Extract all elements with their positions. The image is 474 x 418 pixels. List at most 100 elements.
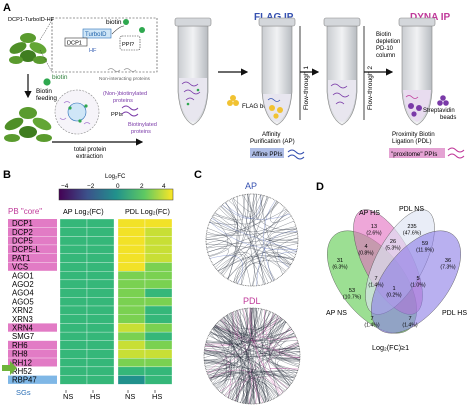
network-edge xyxy=(279,332,300,365)
tube-4-icon xyxy=(398,17,436,126)
gene-label: XRN4 xyxy=(12,324,33,333)
heatmap-cell xyxy=(59,297,88,307)
heatmap-cell xyxy=(144,262,173,272)
heatmap-cell xyxy=(86,297,115,307)
heatmap-cell xyxy=(59,375,88,385)
core-gene-highlight xyxy=(8,262,57,271)
gene-label: RH6 xyxy=(12,341,28,350)
heatmap-cell xyxy=(144,305,173,315)
pdl-col-header: PDL Log₂(FC) xyxy=(125,207,170,216)
network-edge xyxy=(209,354,301,379)
network-edge xyxy=(242,308,284,393)
network-edge xyxy=(215,324,269,402)
network-edge xyxy=(213,373,272,400)
ppi-box xyxy=(119,35,141,51)
heatmap-cell xyxy=(86,262,115,272)
streptavidin-label-2: beads xyxy=(440,115,456,121)
network-edge xyxy=(256,383,265,404)
network-edge xyxy=(220,205,292,264)
venn-count: 59 xyxy=(422,241,428,247)
venn-counts: 31(6.3%)13(2.6%)235(47.6%)36(7.3%)26(5.3… xyxy=(332,224,456,329)
network-edge xyxy=(220,319,286,391)
heatmap-cell xyxy=(117,271,146,281)
network-edge xyxy=(248,327,291,404)
depletion-label-3: PD-10 xyxy=(376,46,394,52)
set-label-pdl-hs: PDL HS xyxy=(442,310,467,317)
heatmap-cell xyxy=(144,218,173,228)
network-edge xyxy=(247,194,297,230)
network-edge xyxy=(230,370,249,400)
heatmap-cell xyxy=(86,227,115,237)
cbar-tick: 4 xyxy=(162,183,166,190)
heatmap-cell xyxy=(117,314,146,324)
venn-percent: (10.7%) xyxy=(343,295,361,301)
venn-percent: (1.0%) xyxy=(410,283,426,289)
network-edge xyxy=(216,254,247,285)
network-edge xyxy=(208,370,298,378)
heatmap-cell xyxy=(86,288,115,298)
heatmap-cell xyxy=(59,314,88,324)
core-gene-highlight xyxy=(8,245,57,254)
heatmap-cell xyxy=(117,366,146,376)
network-edge xyxy=(236,234,298,284)
heatmap-cell xyxy=(86,271,115,281)
gene-label: DCP5 xyxy=(12,237,33,246)
network-edge xyxy=(225,315,297,376)
network-edge xyxy=(268,358,300,371)
gene-label: DCP1 xyxy=(12,219,33,228)
cbar-tick: 2 xyxy=(140,183,144,190)
heatmap-cell xyxy=(86,340,115,350)
network-edge xyxy=(215,210,288,233)
gene-label: DCP5-L xyxy=(12,245,40,254)
streptavidin-label-1: Streptavidin xyxy=(423,108,455,114)
network-edge xyxy=(215,324,290,386)
venn-count: 5 xyxy=(416,276,419,282)
venn-ellipse-pdl-hs xyxy=(371,230,461,334)
network-edge xyxy=(218,197,269,225)
network-edge xyxy=(266,239,298,265)
heatmap-cell xyxy=(144,314,173,324)
heatmap-cell xyxy=(59,340,88,350)
flow-through-1-label: Flow-through 1 xyxy=(303,66,310,110)
heatmap-cell xyxy=(59,288,88,298)
heatmap-cell xyxy=(117,253,146,263)
heatmap-cell xyxy=(117,305,146,315)
heatmap-cell xyxy=(86,236,115,246)
network-edge xyxy=(261,314,276,336)
network-edge xyxy=(278,251,297,268)
venn-percent: (2.6%) xyxy=(366,231,382,237)
gene-label: AGO2 xyxy=(12,280,34,289)
network-edge xyxy=(207,371,273,400)
ppi-label: PPI? xyxy=(122,42,134,48)
core-gene-highlight xyxy=(8,323,57,332)
network-edge xyxy=(214,325,238,394)
depletion-label-1: Biotin xyxy=(376,32,391,38)
network-edge xyxy=(229,311,270,339)
heatmap-cell xyxy=(144,279,173,289)
heatmap-cell xyxy=(144,366,173,376)
extraction-label-1: total protein xyxy=(74,146,107,153)
heatmap-cell xyxy=(144,375,173,385)
network-edge xyxy=(255,374,279,404)
heatmap-cell xyxy=(144,297,173,307)
network-edge xyxy=(204,343,233,347)
venn-percent: (1.4%) xyxy=(402,323,418,329)
network-edge xyxy=(207,248,229,268)
network-edge xyxy=(210,331,243,397)
network-edge xyxy=(230,312,278,330)
core-gene-highlight xyxy=(8,349,57,358)
biotinylated-label-1: Biotinylated xyxy=(128,122,157,128)
heatmap-cell xyxy=(144,331,173,341)
core-gene-highlight xyxy=(8,227,57,236)
non-biotinylated-label-1: (Non-)biotinylated xyxy=(103,91,147,97)
heatmap-cell xyxy=(59,305,88,315)
venn-count: 31 xyxy=(337,258,343,264)
venn-count: 53 xyxy=(349,288,355,294)
heatmap-cell xyxy=(117,331,146,341)
network-edge xyxy=(206,245,290,268)
network-edge xyxy=(235,310,266,403)
network-edge xyxy=(206,196,269,236)
heatmap-cell xyxy=(86,358,115,368)
heatmap-cell xyxy=(117,288,146,298)
